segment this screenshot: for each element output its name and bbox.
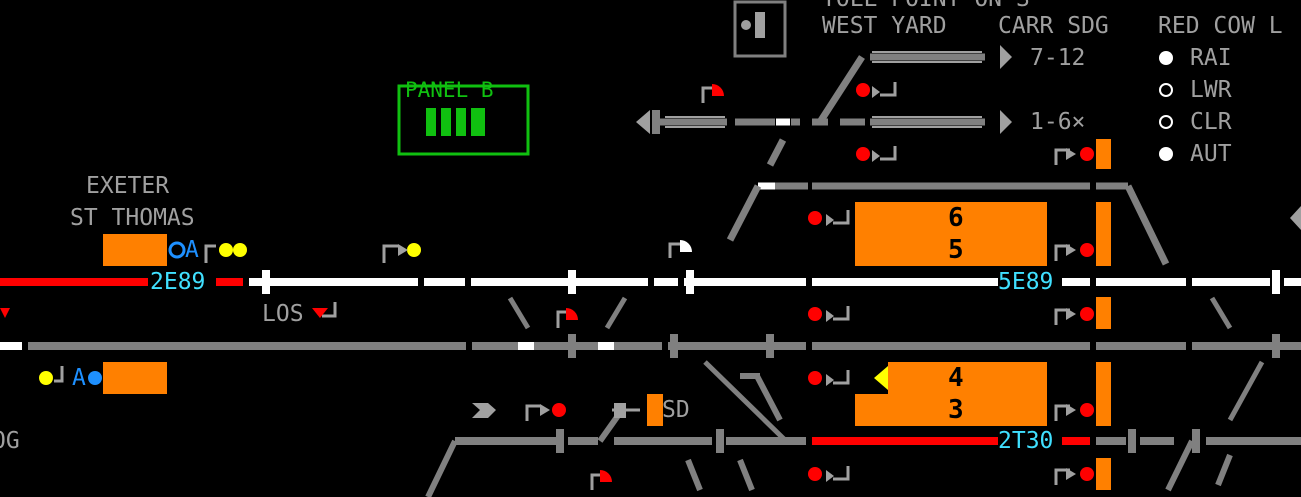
down-relief-joints (556, 429, 1200, 453)
platform-6-number: 6 (948, 203, 964, 233)
buffer-stop-left-icon (636, 110, 650, 134)
platform-4-number: 4 (948, 363, 964, 393)
heading-carr-sdg: CARR SDG (998, 13, 1109, 39)
siding-double-lines (665, 51, 982, 128)
legend-clr: CLR (1190, 109, 1232, 135)
legend-indicators (1159, 51, 1173, 161)
los-label: LOS (262, 301, 304, 327)
platforms (103, 139, 1111, 490)
siding-lower-label: 1-6× (1030, 109, 1086, 135)
heading-red-cow: RED COW L (1158, 13, 1283, 39)
signals[interactable] (39, 83, 1094, 481)
legend-lwr: LWR (1190, 77, 1232, 103)
signal-arrows (398, 86, 1076, 482)
signal-posts (54, 82, 1070, 490)
station-name-line1: EXETER (86, 173, 170, 199)
white-shunt-signal[interactable] (680, 240, 692, 252)
legend-aut: AUT (1190, 141, 1232, 167)
berth-5e89[interactable]: 5E89 (998, 269, 1054, 295)
sd-label: SD (662, 397, 690, 423)
right-edge-arrow-icon (1290, 206, 1301, 230)
station-name-line2: ST THOMAS (70, 205, 195, 231)
up-main-joints (262, 270, 1280, 294)
siding-arrow-upper-icon (1000, 45, 1012, 69)
auto-marker-a2: A (72, 365, 86, 391)
berth-2t30[interactable]: 2T30 (998, 428, 1054, 454)
siding-upper-label: 7-12 (1030, 45, 1086, 71)
buffer-stop-left-bar (652, 110, 660, 134)
red-shunt-signals[interactable] (0, 84, 724, 482)
platform-loop-tracks (726, 138, 1170, 266)
panel-b-indicator[interactable] (397, 84, 530, 156)
heading-west-yard: WEST YARD (822, 13, 947, 39)
heading-top-clipped: TOLL POINT ON S (822, 0, 1030, 12)
relief-diagonals (425, 373, 1233, 497)
down-main-joints (568, 334, 1280, 358)
crossover-tracks (507, 296, 1265, 442)
shunt-block-icon[interactable] (733, 0, 787, 58)
siding-arrow-lower-icon (1000, 110, 1012, 134)
legend-rai: RAI (1190, 45, 1232, 71)
panel-b-label: PANEL B (405, 78, 494, 102)
platform-4-yellow-marker-icon (874, 366, 888, 390)
berth-2e89[interactable]: 2E89 (150, 269, 206, 295)
auto-marker-a1: A (185, 237, 199, 263)
platform-5-number: 5 (948, 235, 964, 265)
left-edge-label: OG (0, 428, 20, 454)
carr-siding-tracks (660, 53, 985, 126)
platform-3-number: 3 (948, 395, 964, 425)
